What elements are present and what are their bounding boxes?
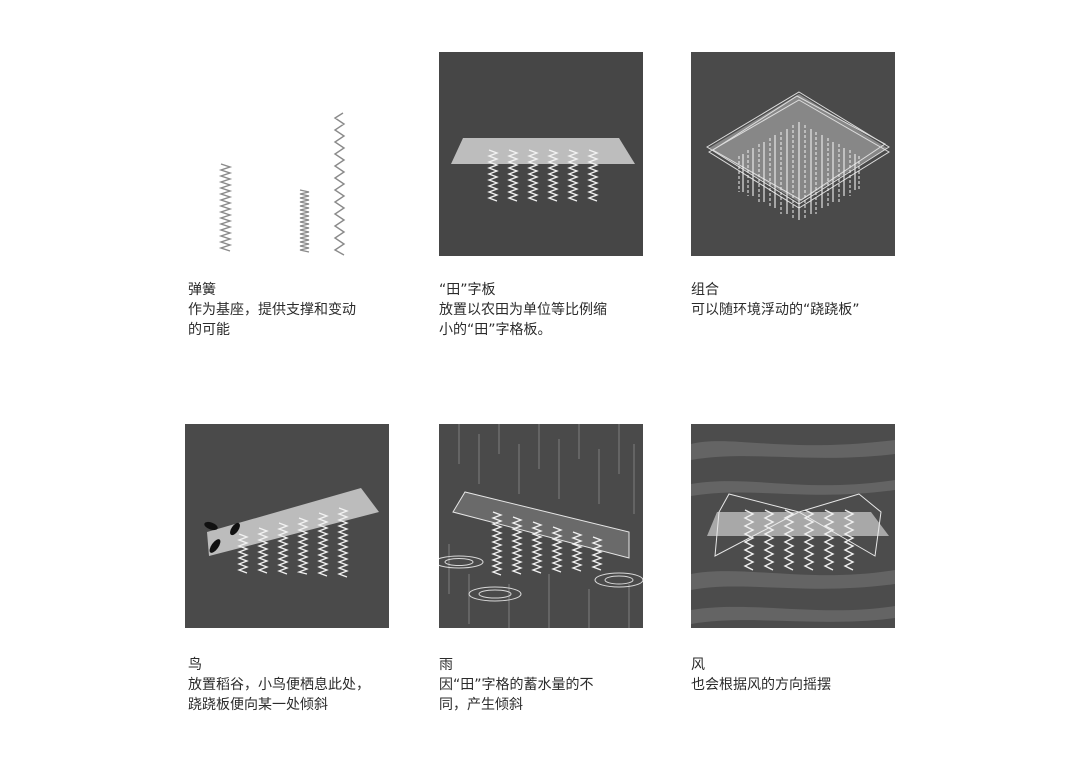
combination-illustration	[691, 52, 895, 256]
caption-title: 组合	[691, 282, 719, 298]
caption-title: 弹簧	[188, 282, 216, 298]
tilted-board-birds-icon	[185, 424, 389, 628]
caption-description: 可以随环境浮动的“跷跷板”	[691, 302, 860, 318]
caption-title: 雨	[439, 657, 453, 673]
diamond-grid-icon	[691, 52, 895, 256]
caption-spring: 弹簧 作为基座，提供支撑和变动 的可能	[188, 280, 428, 340]
springs-icon	[218, 112, 346, 256]
ripple-icon	[439, 555, 643, 602]
caption-title: 鸟	[188, 657, 202, 673]
rain-illustration	[439, 424, 643, 628]
caption-title: “田”字板	[439, 282, 496, 298]
caption-wind: 风 也会根据风的方向摇摆	[691, 655, 931, 695]
caption-combination: 组合 可以随环境浮动的“跷跷板”	[691, 280, 931, 320]
caption-description: 因“田”字格的蓄水量的不 同，产生倾斜	[439, 677, 594, 713]
spring-illustration	[185, 52, 389, 256]
caption-description: 作为基座，提供支撑和变动 的可能	[188, 302, 356, 338]
caption-tian-board: “田”字板 放置以农田为单位等比例缩 小的“田”字格板。	[439, 280, 679, 340]
wind-illustration	[691, 424, 895, 628]
caption-rain: 雨 因“田”字格的蓄水量的不 同，产生倾斜	[439, 655, 679, 715]
caption-title: 风	[691, 657, 705, 673]
bird-icon	[204, 521, 240, 553]
caption-description: 也会根据风的方向摇摆	[691, 677, 831, 693]
rain-board-icon	[439, 424, 643, 628]
caption-description: 放置稻谷，小鸟便栖息此处， 跷跷板便向某一处倾斜	[188, 677, 370, 713]
bird-illustration	[185, 424, 389, 628]
caption-bird: 鸟 放置稻谷，小鸟便栖息此处， 跷跷板便向某一处倾斜	[188, 655, 428, 715]
caption-description: 放置以农田为单位等比例缩 小的“田”字格板。	[439, 302, 607, 338]
wind-board-icon	[691, 424, 895, 628]
board-on-springs-icon	[439, 52, 643, 256]
tian-board-illustration	[439, 52, 643, 256]
